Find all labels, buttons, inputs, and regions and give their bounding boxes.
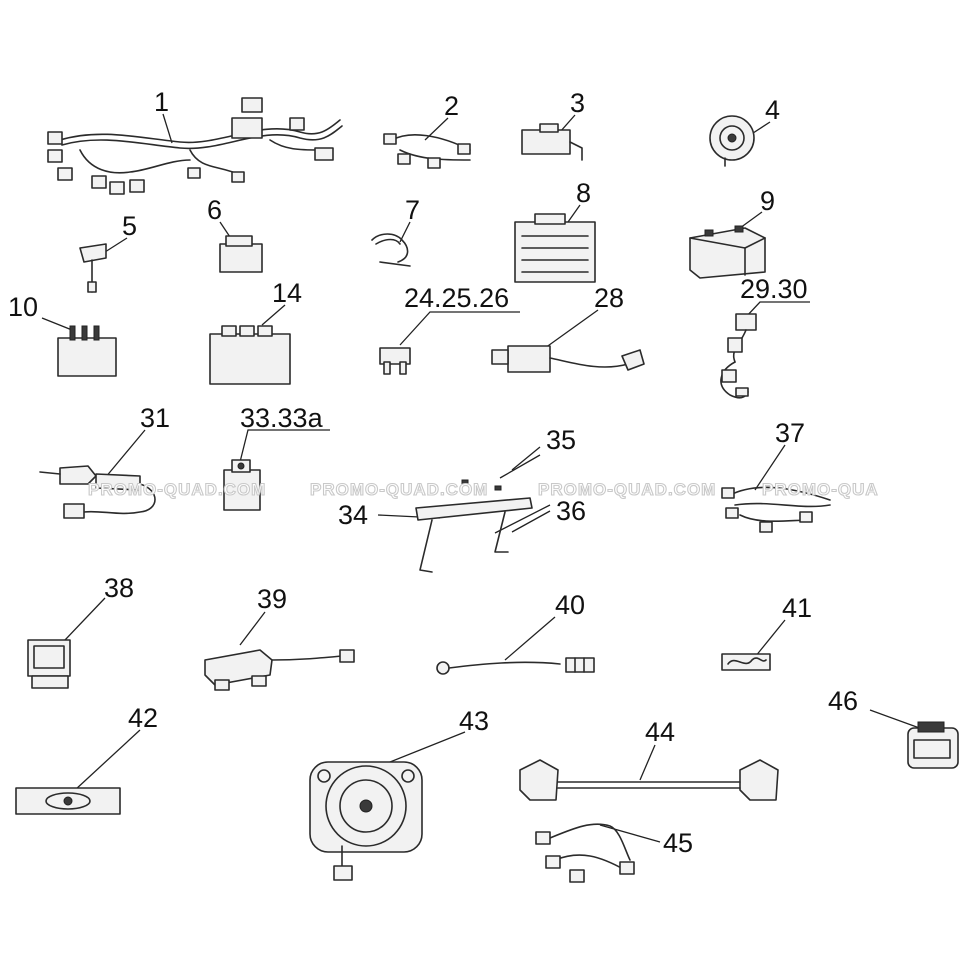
part-8-regulator [514,213,596,283]
part-label-35: 35 [546,425,576,455]
part-14-cdi-unit [209,325,291,385]
part-3-relay [521,123,583,161]
part-label-42: 42 [128,703,158,733]
part-label-24-25-26: 24.25.26 [404,283,509,313]
part-label-44: 44 [645,717,675,747]
part-6-relay [219,235,263,273]
part-label-10: 10 [8,292,38,322]
part-42-panel [15,787,121,815]
part-label-1: 1 [154,87,169,117]
part-label-34: 34 [338,500,368,530]
part-label-3: 3 [570,88,585,118]
part-label-37: 37 [775,418,805,448]
part-label-5: 5 [122,211,137,241]
part-label-33-33a: 33.33a [240,403,324,433]
part-41-indicator [721,653,771,671]
part-10-relay [57,325,117,377]
part-40-sensor-wire [436,657,595,675]
watermarks: PROMO-QUAD.COM PROMO-QUAD.COM PROMO-QUAD… [87,479,879,499]
part-43-headlight [309,761,423,881]
part-label-14: 14 [272,278,302,308]
part-46-switch [907,721,959,769]
part-label-31: 31 [140,403,170,433]
part-45-harness [535,823,635,883]
part-31-spark-plug-cap [39,465,156,519]
part-label-41: 41 [782,593,812,623]
part-9-battery [689,225,766,279]
part-1-main-harness [47,97,343,195]
part-7-clip [371,233,411,267]
part-24-fuse [379,347,411,375]
part-label-9: 9 [760,186,775,216]
part-29-sensors [720,313,757,399]
part-label-8: 8 [576,178,591,208]
leader-lines [41,113,926,843]
part-label-2: 2 [444,91,459,121]
part-label-46: 46 [828,686,858,716]
watermark-2: PROMO-QUAD.COM [310,480,488,499]
part-label-7: 7 [405,195,420,225]
part-label-4: 4 [765,95,780,125]
part-label-39: 39 [257,584,287,614]
watermark-1: PROMO-QUAD.COM [88,480,266,499]
part-4-horn [709,115,755,167]
part-33-relay [223,459,261,511]
part-44-lights [519,759,779,801]
part-label-43: 43 [459,706,489,736]
part-38-switch [27,639,71,689]
part-label-40: 40 [555,590,585,620]
watermark-4: PROMO-QUA [762,480,879,499]
part-37-harness [721,486,831,533]
part-5-switch [79,243,107,293]
part-label-6: 6 [207,195,222,225]
part-label-38: 38 [104,573,134,603]
part-label-45: 45 [663,828,693,858]
part-label-36: 36 [556,496,586,526]
part-2-harness [383,133,471,169]
part-label-29-30: 29.30 [740,274,808,304]
part-label-28: 28 [594,283,624,313]
watermark-3: PROMO-QUAD.COM [538,480,716,499]
part-34-bracket [415,479,533,573]
part-39-sensor [204,649,355,691]
part-28-ignition-coil [491,345,645,373]
part-labels: 1 2 3 4 5 6 7 8 9 10 14 24.25.26 28 29.3… [8,87,858,858]
